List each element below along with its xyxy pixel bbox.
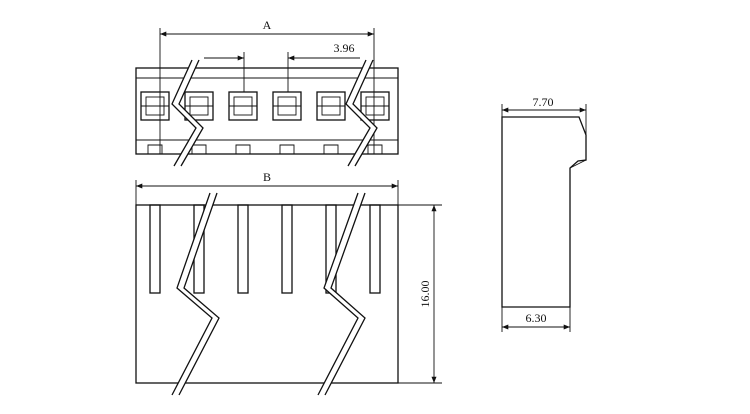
front-break-left (171, 192, 220, 396)
top-contact (360, 91, 390, 154)
top-contact (272, 91, 302, 154)
top-view-body (135, 67, 399, 155)
front-slot (369, 204, 381, 294)
front-view-slots (149, 204, 381, 294)
top-contact (228, 91, 258, 154)
front-break-right (317, 192, 366, 396)
dimension-a: A (159, 18, 375, 68)
side-view-profile (501, 116, 587, 308)
dimension-a-label: A (263, 18, 272, 32)
top-width-label: 7.70 (533, 95, 554, 109)
dimension-height: 16.00 (398, 204, 442, 384)
dimension-top-width: 7.70 (501, 95, 587, 135)
pitch-label: 3.96 (334, 41, 355, 55)
bottom-width-label: 6.30 (526, 311, 547, 325)
front-slot (237, 204, 249, 294)
side-view-ledge (569, 159, 587, 169)
front-view-body (135, 204, 399, 384)
side-view: 7.70 6.30 (501, 95, 587, 332)
height-label: 16.00 (418, 281, 432, 308)
top-view: A 3.96 (135, 18, 399, 167)
top-break-right (345, 59, 378, 167)
front-slot (281, 204, 293, 294)
top-contact (184, 91, 214, 154)
top-view-contacts (140, 91, 390, 154)
top-contact (316, 91, 346, 154)
top-break-left (171, 59, 204, 167)
dimension-b: B (135, 170, 399, 205)
front-view: B 16.00 (135, 170, 442, 396)
dimension-pitch: 3.96 (204, 41, 360, 92)
dimension-b-label: B (263, 170, 271, 184)
dimension-bottom-width: 6.30 (501, 307, 571, 332)
front-slot (149, 204, 161, 294)
top-contact (140, 91, 170, 154)
